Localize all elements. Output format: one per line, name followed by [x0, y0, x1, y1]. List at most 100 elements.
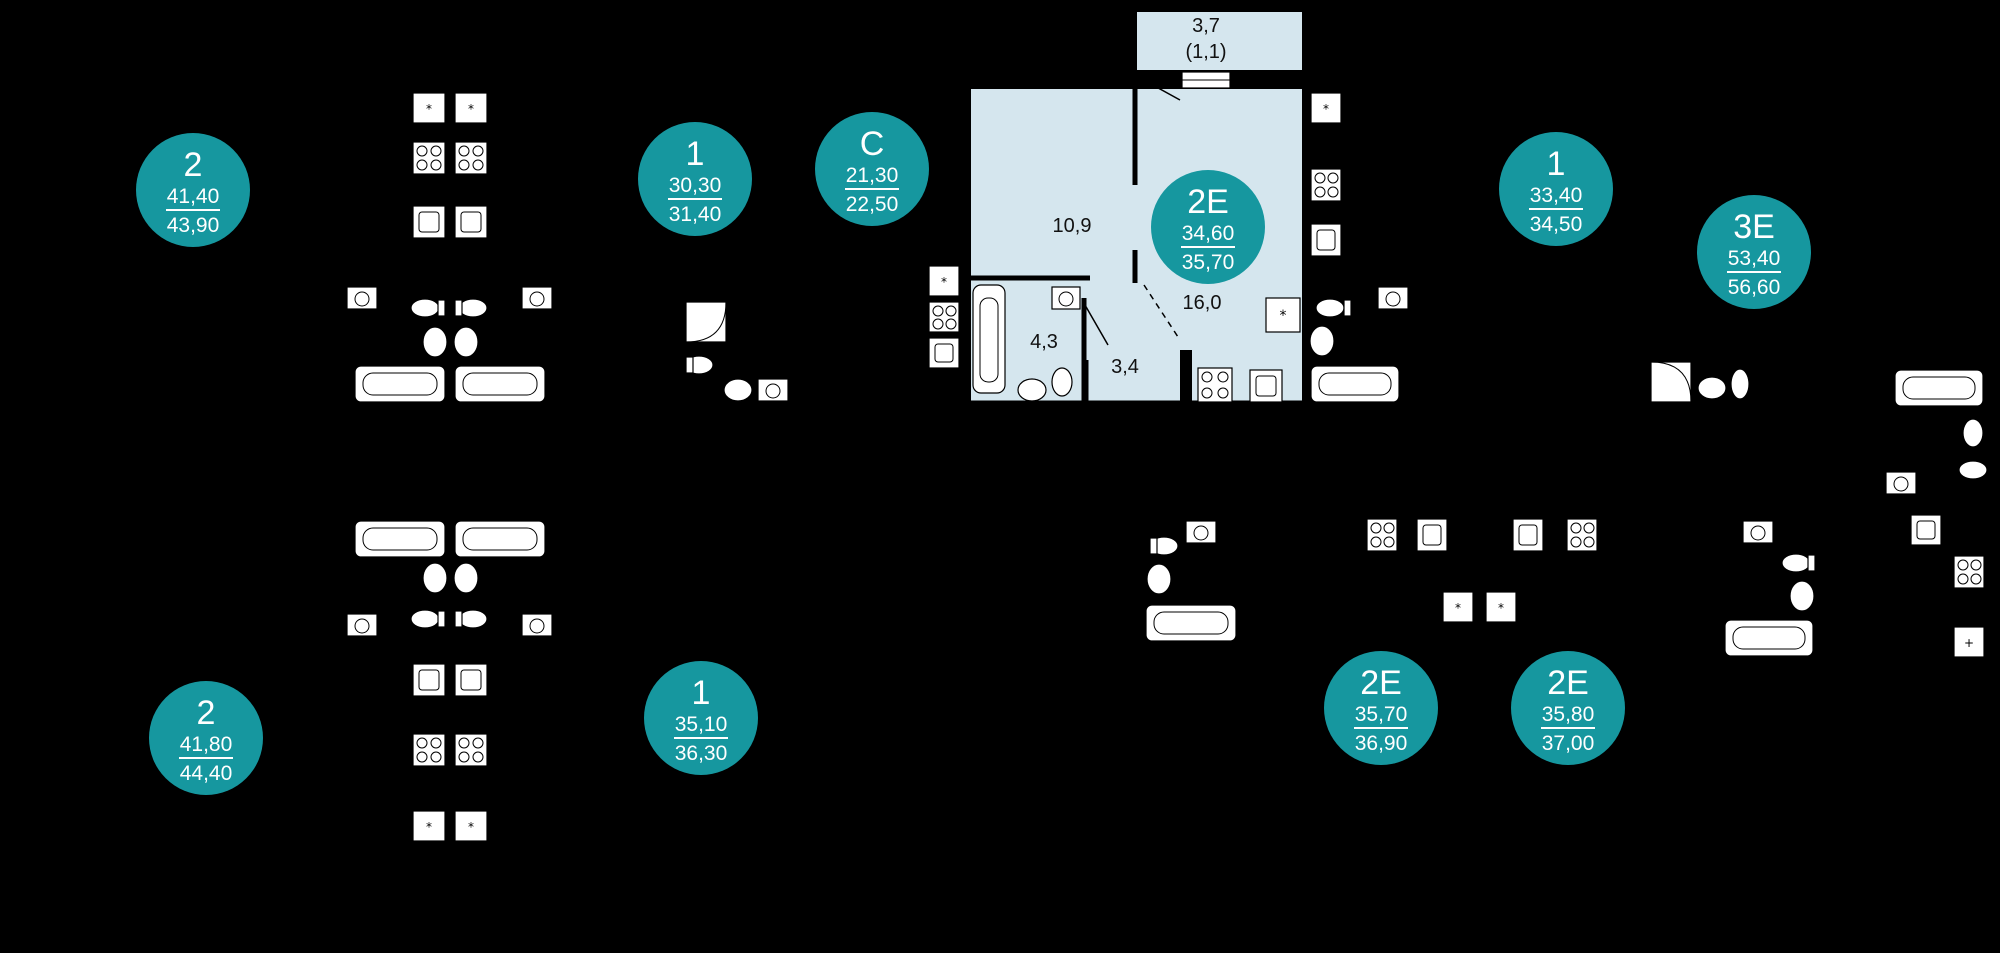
washer-icon	[1185, 520, 1217, 544]
hob-icon	[928, 301, 960, 333]
svg-text:2Е: 2Е	[1187, 183, 1229, 221]
hob-icon	[1953, 555, 1985, 589]
svg-text:2: 2	[197, 694, 216, 732]
sink-icon	[1310, 223, 1342, 257]
svg-text:44,40: 44,40	[180, 762, 233, 785]
bathtub-icon	[454, 365, 546, 403]
toilet-icon	[1781, 553, 1816, 573]
apartment-badge[interactable]: С 21,30 22,50	[815, 112, 929, 226]
apartment-badge[interactable]: 2 41,80 44,40	[149, 681, 263, 795]
room-label-balcony-reduced: (1,1)	[1185, 41, 1226, 63]
room-label-bathroom: 4,3	[1030, 331, 1058, 353]
stove-icon: +	[1953, 626, 1985, 658]
svg-text:2Е: 2Е	[1547, 664, 1589, 702]
svg-text:21,30: 21,30	[846, 164, 899, 187]
svg-text:31,40: 31,40	[669, 203, 722, 226]
bidet-icon	[1730, 368, 1750, 400]
stove-icon: *	[412, 810, 446, 842]
svg-text:35,10: 35,10	[675, 713, 728, 736]
toilet-icon	[454, 298, 488, 318]
washer-icon	[521, 613, 553, 637]
svg-text:33,40: 33,40	[1530, 184, 1583, 207]
bidet-icon	[1146, 563, 1172, 595]
svg-text:*: *	[941, 275, 947, 289]
bidet-icon	[422, 562, 448, 594]
sink-icon	[412, 205, 446, 239]
svg-text:35,70: 35,70	[1182, 251, 1235, 274]
svg-text:34,60: 34,60	[1182, 222, 1235, 245]
room-label-living: 16,0	[1183, 292, 1222, 314]
svg-text:37,00: 37,00	[1542, 732, 1595, 755]
apartment-badge[interactable]: 1 30,30 31,40	[638, 122, 752, 236]
sink-icon	[1416, 518, 1448, 552]
svg-text:3Е: 3Е	[1733, 208, 1775, 246]
hob-icon	[412, 141, 446, 175]
svg-text:36,90: 36,90	[1355, 732, 1408, 755]
washer-icon	[346, 286, 378, 310]
sink-icon	[454, 205, 488, 239]
svg-text:34,50: 34,50	[1530, 213, 1583, 236]
svg-text:*: *	[1498, 601, 1504, 615]
sink-icon	[412, 663, 446, 697]
svg-text:56,60: 56,60	[1728, 276, 1781, 299]
shower-icon	[1650, 361, 1692, 403]
stove-icon: *	[1442, 591, 1474, 623]
hob-icon	[1310, 168, 1342, 202]
svg-text:*: *	[468, 102, 474, 116]
washer-icon	[1742, 520, 1774, 544]
bidet-icon	[453, 562, 479, 594]
hob-icon	[454, 733, 488, 767]
apartment-badge[interactable]: 1 35,10 36,30	[644, 661, 758, 775]
bathtub-icon	[454, 520, 546, 558]
svg-text:53,40: 53,40	[1728, 247, 1781, 270]
stove-icon: *	[1310, 92, 1342, 124]
svg-text:43,90: 43,90	[167, 214, 220, 237]
sink-icon	[454, 663, 488, 697]
room-label-bedroom: 10,9	[1053, 215, 1092, 237]
svg-text:*: *	[1323, 102, 1329, 116]
svg-text:*: *	[426, 820, 432, 834]
washer-icon	[1377, 286, 1409, 310]
toilet-icon	[1697, 376, 1727, 400]
bathtub-icon	[1894, 369, 1984, 407]
bidet-icon	[723, 378, 753, 402]
bathtub-icon	[1724, 619, 1814, 657]
washer-icon	[346, 613, 378, 637]
svg-text:*: *	[1455, 601, 1461, 615]
svg-text:*: *	[426, 102, 432, 116]
svg-text:+: +	[1964, 636, 1974, 650]
fixtures: * * * * * * * * +	[346, 92, 1988, 842]
apartment-badge[interactable]: 2Е 35,70 36,90	[1324, 651, 1438, 765]
bidet-icon	[453, 326, 479, 358]
hob-icon	[454, 141, 488, 175]
toilet-icon	[454, 609, 488, 629]
badges: 2 41,40 43,90 1 30,30 31,40 С 21,30 22,5…	[136, 112, 1811, 795]
bidet-icon	[422, 326, 448, 358]
washer-icon	[1885, 471, 1917, 495]
toilet-icon	[1958, 460, 1988, 480]
svg-text:2Е: 2Е	[1360, 664, 1402, 702]
svg-text:35,70: 35,70	[1355, 703, 1408, 726]
toilet-icon	[1149, 536, 1179, 556]
stove-icon: *	[454, 92, 488, 124]
apartment-badge[interactable]: 2Е 35,80 37,00	[1511, 651, 1625, 765]
toilet-icon	[410, 298, 446, 318]
washer-icon	[757, 378, 789, 402]
room-label-hallway: 3,4	[1111, 356, 1139, 378]
sink-icon	[928, 337, 960, 369]
bathtub-icon	[354, 365, 446, 403]
bidet-icon	[1309, 325, 1335, 357]
toilet-icon	[1962, 418, 1984, 448]
apartment-badge[interactable]: 2 41,40 43,90	[136, 133, 250, 247]
bathtub-icon	[354, 520, 446, 558]
svg-text:1: 1	[686, 135, 705, 173]
bidet-icon	[1789, 580, 1815, 612]
stove-icon: *	[454, 810, 488, 842]
svg-text:22,50: 22,50	[846, 193, 899, 216]
svg-text:30,30: 30,30	[669, 174, 722, 197]
stove-icon: *	[1485, 591, 1517, 623]
apartment-badge[interactable]: 1 33,40 34,50	[1499, 132, 1613, 246]
apartment-badge-highlighted[interactable]: 2Е 34,60 35,70	[1151, 170, 1265, 284]
apartment-badge[interactable]: 3Е 53,40 56,60	[1697, 195, 1811, 309]
